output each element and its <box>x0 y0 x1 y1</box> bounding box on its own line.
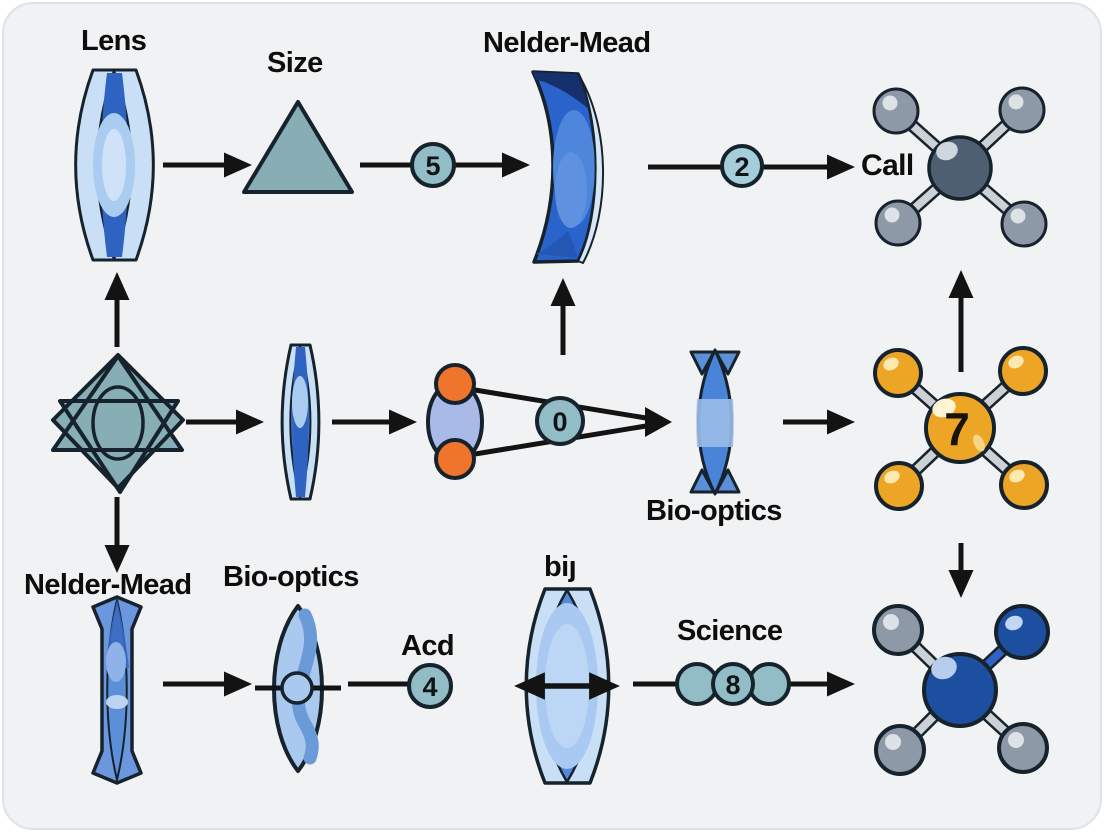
axis-center-circle <box>280 671 314 705</box>
badge-4-number: 4 <box>422 672 437 702</box>
label-lens: Lens <box>81 25 147 57</box>
ellipse-outline <box>91 385 145 461</box>
cone-icon: 0 <box>426 363 672 480</box>
label-call: Call <box>861 149 914 182</box>
vesica-lens-flared-icon <box>689 348 741 496</box>
badge-2-number: 2 <box>734 152 749 182</box>
label-nelder-mead-bottom: Nelder-Mead <box>24 569 192 601</box>
label-nelder-mead-top: Nelder-Mead <box>483 27 651 59</box>
hexagram-diamond-icon <box>51 353 185 494</box>
thin-lens-icon <box>280 343 321 501</box>
molecule-yellow-satellites <box>873 346 1049 511</box>
triangle-icon <box>242 100 354 194</box>
molecule-blue-satellites <box>872 604 1050 776</box>
badge-8-number: 8 <box>725 670 740 700</box>
orange-node-bottom <box>434 438 476 480</box>
meniscus-lens-icon <box>531 70 605 264</box>
label-bij: biȷ <box>544 551 577 583</box>
cone-arrowhead <box>645 407 672 437</box>
badge-4: 4 <box>407 663 453 709</box>
badge-5: 5 <box>410 142 456 188</box>
molecule-gray-center <box>927 135 993 201</box>
biconvex-lens-icon <box>74 68 155 262</box>
label-bio-optics-mid: Bio-optics <box>646 495 782 527</box>
badge-7-number: 7 <box>944 403 970 455</box>
molecule-gray-icon <box>872 86 1048 248</box>
label-size: Size <box>267 47 323 79</box>
badge-2: 2 <box>720 144 764 188</box>
orange-node-top <box>434 363 476 405</box>
wide-biconvex-lens-icon <box>514 587 620 785</box>
molecule-gray-satellites <box>872 86 1048 248</box>
badge-0-number: 0 <box>552 407 567 437</box>
molecule-yellow-icon: 7 <box>873 346 1049 511</box>
vesica-lens-icon <box>255 604 341 773</box>
concave-lens-icon <box>91 595 143 785</box>
label-science: Science <box>677 615 783 647</box>
badge-0: 0 <box>535 396 585 446</box>
badge-5-number: 5 <box>425 151 440 181</box>
badge-8-chain: 8 <box>675 662 791 706</box>
molecule-blue-icon <box>872 604 1050 776</box>
label-bio-optics-bottom: Bio-optics <box>223 561 359 593</box>
label-acd: Acd <box>401 630 455 662</box>
